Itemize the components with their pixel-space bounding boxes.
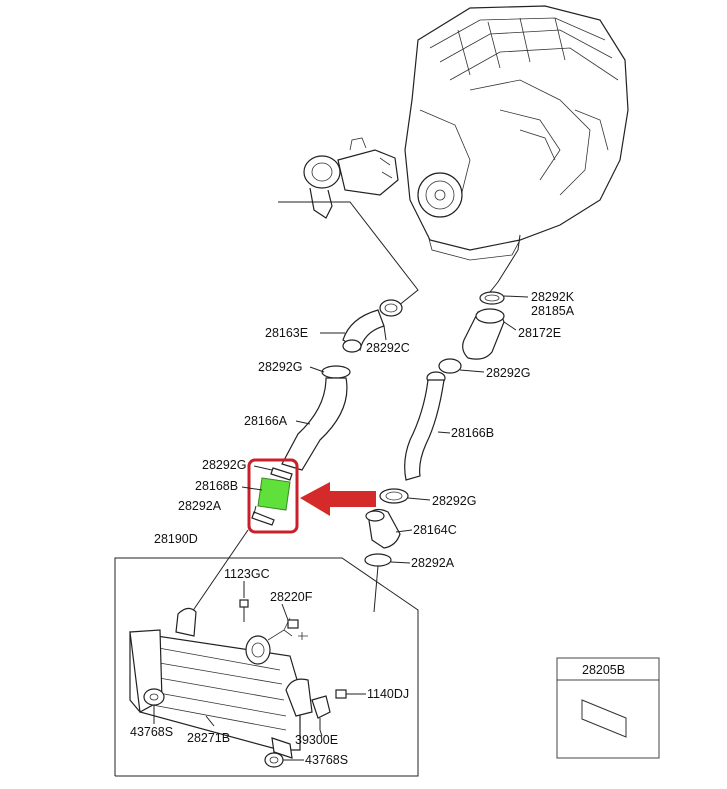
hose-28166B — [404, 371, 446, 481]
turbocharger-icon — [303, 137, 399, 219]
clamp-28292G-right — [438, 358, 462, 374]
label-43768S-left: 43768S — [130, 725, 173, 739]
sensor-39300E — [311, 695, 331, 730]
label-28292A-lower: 28292A — [411, 556, 455, 570]
label-43768S-bottom: 43768S — [305, 753, 348, 767]
label-28292G-lower: 28292G — [432, 494, 476, 508]
gasket-28205B — [581, 699, 627, 738]
hose-28172E — [462, 308, 505, 360]
mount-43768S-left — [143, 688, 165, 724]
clamp-28292C — [379, 299, 403, 317]
label-28292A-highlight: 28292A — [178, 499, 222, 513]
sensor-icon — [245, 617, 308, 665]
label-28163E: 28163E — [265, 326, 308, 340]
label-28205B: 28205B — [582, 663, 625, 677]
engine-icon — [404, 5, 629, 261]
bolt-1123GC — [239, 599, 249, 622]
clamp-28292G-lower — [379, 488, 409, 504]
hose-28166A — [281, 365, 351, 471]
label-28168B: 28168B — [195, 479, 238, 493]
label-28220F: 28220F — [270, 590, 313, 604]
label-1140DJ: 1140DJ — [367, 687, 409, 701]
label-28271B: 28271B — [187, 731, 230, 745]
label-1123GC: 1123GC — [224, 567, 270, 581]
highlight-group — [247, 458, 299, 534]
hose-28164C — [365, 508, 401, 549]
clamp-28292K — [479, 291, 505, 305]
label-28172E: 28172E — [518, 326, 561, 340]
label-28292C: 28292C — [366, 341, 410, 355]
label-28292G-highlight: 28292G — [202, 458, 246, 472]
clamp-28292A-lower — [364, 553, 392, 567]
label-28292K: 28292K — [531, 290, 575, 304]
mount-43768S-bottom — [264, 752, 284, 768]
part-box-28205B: 28205B — [556, 657, 660, 759]
label-28164C: 28164C — [413, 523, 457, 537]
label-28292G-right: 28292G — [486, 366, 530, 380]
highlight-box — [247, 458, 299, 534]
highlight-part-28168B — [257, 477, 291, 511]
label-28190D: 28190D — [154, 532, 198, 546]
label-28166B: 28166B — [451, 426, 494, 440]
label-28292G-left: 28292G — [258, 360, 302, 374]
label-28185A: 28185A — [531, 304, 575, 318]
label-39300E: 39300E — [295, 733, 338, 747]
label-28166A: 28166A — [244, 414, 288, 428]
highlight-arrow-icon — [300, 482, 376, 516]
